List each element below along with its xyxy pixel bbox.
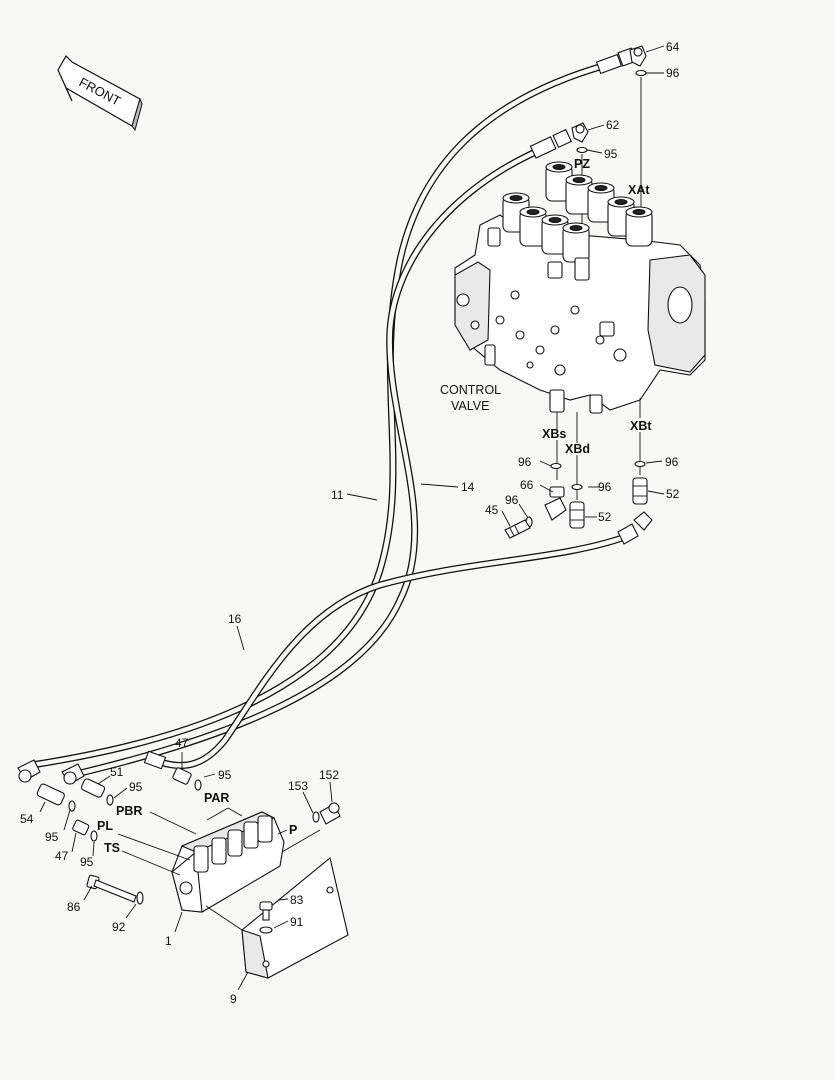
callout-91: 91: [290, 915, 304, 929]
port-par: PAR: [204, 791, 229, 805]
callout-153: 153: [288, 779, 308, 793]
callout-14: 14: [461, 480, 475, 494]
port-xbs: XBs: [542, 427, 566, 441]
o-ring-95-top: [576, 146, 588, 154]
hose-16: [156, 533, 629, 769]
front-arrow-icon: [57, 55, 143, 132]
hose-14: [68, 146, 544, 779]
washer-91: [259, 926, 273, 934]
port-p: P: [289, 823, 297, 837]
bolt-83: [259, 901, 273, 921]
callout-152: 152: [319, 768, 339, 782]
port-xbt: XBt: [630, 419, 652, 433]
callout-51: 51: [110, 765, 124, 779]
o-ring-96-top: [635, 69, 647, 77]
callout-66: 66: [520, 478, 534, 492]
hose-16-lower-fitting: [143, 750, 167, 770]
bracket: [241, 857, 349, 979]
connector-47-pl: [72, 819, 90, 836]
callout-95-pbr: 95: [129, 780, 143, 794]
hose-14-lower-elbow: [61, 763, 85, 785]
o-ring-96-xbd: [571, 483, 583, 491]
elbow-64: [629, 45, 647, 67]
callout-95-ts: 95: [80, 855, 94, 869]
callout-96-xbs: 96: [518, 455, 532, 469]
callout-11: 11: [331, 488, 344, 502]
port-pz: PZ: [574, 157, 590, 171]
callout-47-pl: 47: [55, 849, 69, 863]
o-ring-96-xbt: [634, 460, 646, 468]
callout-92: 92: [112, 920, 126, 934]
callout-16: 16: [228, 612, 242, 626]
connector-52-right: [632, 477, 648, 505]
o-ring-95-par: [194, 779, 202, 791]
callout-54: 54: [20, 812, 34, 826]
port-xbd: XBd: [565, 442, 590, 456]
callout-95-par: 95: [218, 768, 232, 782]
control-valve-label-1: CONTROL: [440, 383, 501, 397]
callout-1: 1: [165, 934, 172, 948]
callout-96-top: 96: [666, 66, 680, 80]
manifold-block: [171, 811, 285, 913]
o-ring-95-pl: [68, 800, 76, 812]
elbow-152: [319, 802, 341, 825]
washer-92: [136, 891, 144, 905]
control-valve: [454, 161, 706, 414]
control-valve-label-2: VALVE: [451, 399, 489, 413]
callout-96-xbd: 96: [598, 480, 612, 494]
port-xat: XAt: [628, 183, 650, 197]
callout-62: 62: [606, 118, 620, 132]
connector-45: [504, 519, 531, 539]
connector-52-mid: [569, 501, 585, 529]
connector-47-top: [172, 767, 192, 785]
o-ring-95-ts: [90, 830, 98, 842]
port-pbr: PBR: [116, 804, 142, 818]
o-ring-96-xbs: [550, 462, 562, 470]
callout-86: 86: [67, 900, 81, 914]
callout-95-pl: 95: [45, 830, 59, 844]
hose-11-lower-elbow: [17, 759, 41, 783]
o-ring-153: [312, 811, 320, 823]
callout-96-xbt: 96: [665, 455, 679, 469]
hose-14-fitting: [529, 128, 573, 159]
callout-45: 45: [485, 503, 499, 517]
callout-83: 83: [290, 893, 304, 907]
connector-54: [36, 783, 65, 806]
connector-51: [80, 778, 106, 798]
callout-52-right: 52: [666, 487, 680, 501]
port-pl: PL: [97, 819, 113, 833]
callout-47-top: 47: [175, 736, 189, 750]
elbow-66: [544, 486, 567, 521]
callout-9: 9: [230, 992, 237, 1006]
hose-11: [28, 60, 614, 769]
o-ring-95-pbr: [106, 794, 114, 806]
callout-52-mid: 52: [598, 510, 612, 524]
callout-64: 64: [666, 40, 680, 54]
hose-16-fitting: [617, 511, 653, 545]
callout-95-top: 95: [604, 147, 618, 161]
elbow-62: [571, 122, 589, 143]
port-ts: TS: [104, 841, 120, 855]
callout-96-mid: 96: [505, 493, 519, 507]
bolt-86: [86, 874, 137, 903]
